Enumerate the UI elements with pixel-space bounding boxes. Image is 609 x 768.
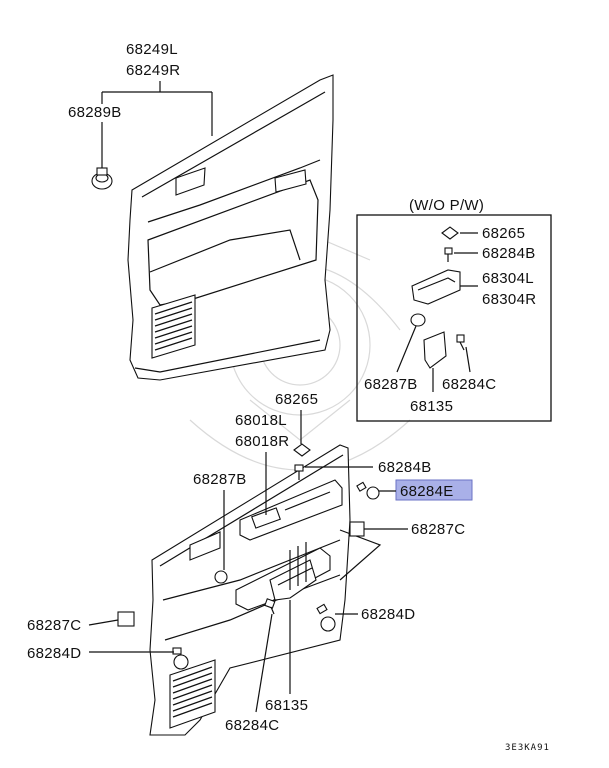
screw-68289B <box>91 167 113 190</box>
screw-68284D-left <box>172 647 189 670</box>
lower-callouts: 68265 68018L 68018R 68284B 68287B 68284E… <box>27 391 473 734</box>
inset-label-68265: 68265 <box>482 225 525 242</box>
screw-68284D-right <box>316 603 336 632</box>
upper-door-panel <box>91 74 334 381</box>
highlight-68284E <box>395 479 473 501</box>
nut-68287B-inset <box>410 313 426 327</box>
clip-68287C-left <box>117 611 135 627</box>
label-68249R: 68249R <box>126 62 180 79</box>
label-68289B: 68289B <box>68 104 122 121</box>
inset-title: (W/O P/W) <box>409 197 484 214</box>
screw-68284C-inset <box>456 334 465 351</box>
clip-68265-inset <box>441 226 459 240</box>
label-68287B: 68287B <box>193 471 247 488</box>
upper-speaker-grille <box>151 294 196 359</box>
label-68287C-right: 68287C <box>411 521 465 538</box>
inset-label-68284C: 68284C <box>442 376 496 393</box>
label-68135: 68135 <box>265 697 308 714</box>
label-68287C-left: 68287C <box>27 617 81 634</box>
diagram-code: 3E3KA91 <box>505 743 550 753</box>
inset-label-68304L: 68304L <box>482 270 534 287</box>
label-68284E: 68284E <box>400 483 454 500</box>
inset-label-68304R: 68304R <box>482 291 536 308</box>
inset-box: (W/O P/W) 68265 68284B 68304L 68304R 682… <box>356 197 552 422</box>
label-68018L: 68018L <box>235 412 287 429</box>
handle-cup-68304 <box>411 269 461 305</box>
label-68249L: 68249L <box>126 41 178 58</box>
label-68284C: 68284C <box>225 717 279 734</box>
label-68284D-left: 68284D <box>27 645 81 662</box>
bracket-68135-inset <box>423 331 447 369</box>
inset-label-68135: 68135 <box>410 398 453 415</box>
label-68284D-right: 68284D <box>361 606 415 623</box>
clip-68287C-right <box>349 521 365 537</box>
lower-door-panel <box>149 444 382 736</box>
screw-68284B <box>294 464 304 480</box>
label-68284B: 68284B <box>378 459 432 476</box>
switch-panel-68018 <box>239 479 343 541</box>
upper-callouts: 68249L 68249R 68289B <box>68 41 213 168</box>
screw-68284E <box>356 481 380 500</box>
lower-fasteners <box>117 443 380 670</box>
screw-68284B-inset <box>444 247 453 262</box>
clip-68265 <box>293 443 311 457</box>
nut-68287B <box>214 570 228 584</box>
label-68265: 68265 <box>275 391 318 408</box>
lower-handle-assembly <box>235 542 331 611</box>
lower-speaker-grille <box>169 659 216 729</box>
inset-label-68287B: 68287B <box>364 376 418 393</box>
inset-label-68284B: 68284B <box>482 245 536 262</box>
screw-68284C <box>264 598 276 615</box>
label-68018R: 68018R <box>235 433 289 450</box>
